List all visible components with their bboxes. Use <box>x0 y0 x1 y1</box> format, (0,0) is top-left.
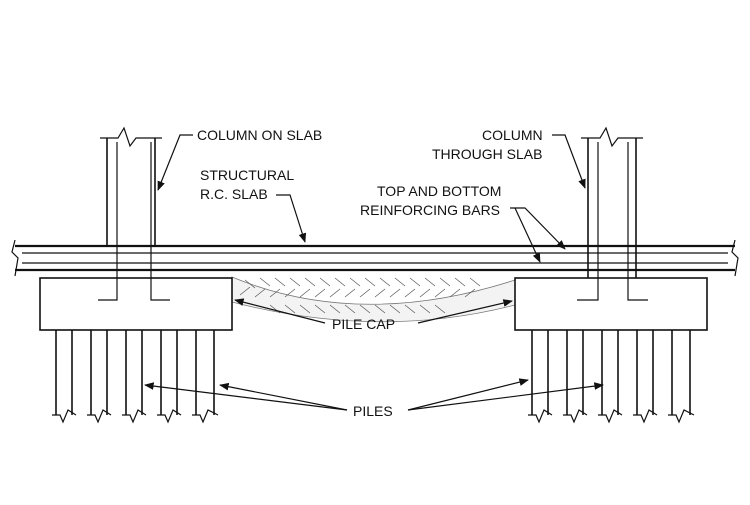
label-piles: PILES <box>353 403 393 419</box>
label-pile-cap: PILE CAP <box>332 316 395 332</box>
label-column-through-slab-2: THROUGH SLAB <box>432 146 542 162</box>
leader-lines <box>144 134 604 411</box>
column-through-slab <box>577 126 648 301</box>
piles-left <box>52 330 219 424</box>
label-column-through-slab-1: COLUMN <box>482 127 543 143</box>
pile-cap-right <box>514 277 708 331</box>
label-structural-slab-1: STRUCTURAL <box>200 167 294 183</box>
piles-right <box>528 330 695 424</box>
label-structural-slab-2: R.C. SLAB <box>200 186 268 202</box>
column-on-slab <box>98 126 170 301</box>
label-reinforcing-1: TOP AND BOTTOM <box>377 183 501 199</box>
structural-slab <box>11 239 739 277</box>
pile-cap-left <box>39 277 233 331</box>
label-reinforcing-2: REINFORCING BARS <box>360 202 500 218</box>
label-column-on-slab: COLUMN ON SLAB <box>197 127 322 143</box>
